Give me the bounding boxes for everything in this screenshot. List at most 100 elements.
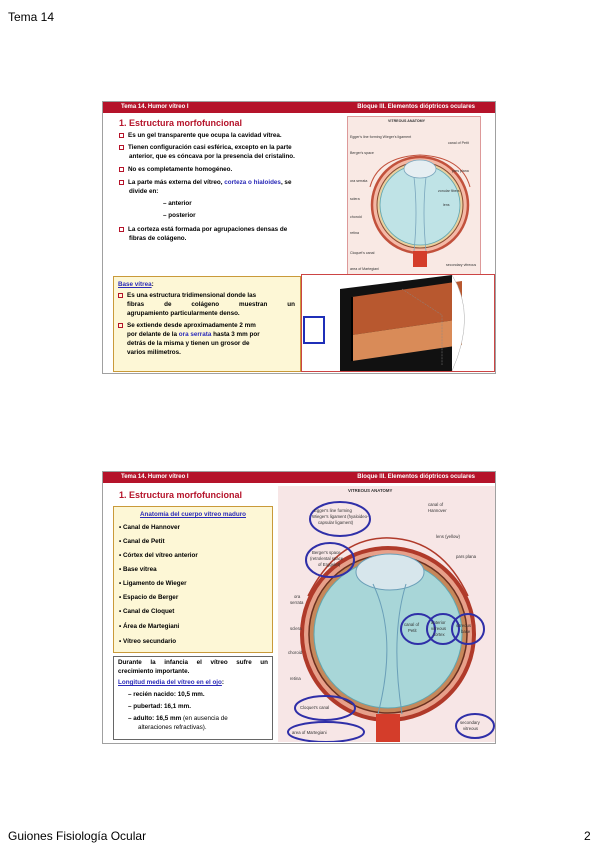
figure-label: vitreous (456, 623, 472, 628)
anatomy-heading: Anatomía del cuerpo vítreo maduro (139, 511, 247, 518)
list-item: • Canal de Cloquet (119, 608, 175, 615)
slide-title: 1. Estructura morfofuncional (119, 118, 243, 128)
figure-label: Hannover (428, 508, 447, 513)
figure-label: Cloquet's canal (350, 251, 375, 255)
figure-label: sclera (290, 626, 302, 631)
figure-label: lens (443, 203, 450, 207)
eye-diagram-large (287, 501, 495, 742)
figure-label: ora (294, 594, 301, 599)
length-item: – adulto: 16,5 mm (en ausencia de (128, 715, 228, 722)
slide-block: Bloque III. Elementos dióptricos oculare… (357, 104, 475, 110)
vitreous-base-figure (301, 274, 495, 372)
page-number: 2 (584, 829, 591, 843)
square-bullet-icon (118, 322, 123, 328)
figure-label: (retrolental space (310, 556, 344, 561)
bullet-continuation: divide en: (129, 188, 159, 195)
bullet-item: Es una estructura tridimensional donde l… (118, 292, 256, 300)
vitreous-anatomy-figure: VITREOUS ANATOMY Egger's line forming Wi… (347, 116, 481, 276)
bullet-continuation: varios milímetros. (127, 349, 181, 356)
base-vitrea-box: Base vítrea: Es una estructura tridimens… (113, 276, 301, 372)
figure-label: retina (290, 676, 301, 681)
figure-label: area of Martegiani (350, 267, 379, 271)
bullet-continuation: fibras de colágeno. (129, 235, 187, 242)
list-item: • Canal de Hannover (119, 524, 181, 531)
bullet-item: La parte más externa del vítreo, corteza… (119, 179, 291, 187)
figure-label: of Erggelet) (318, 562, 341, 567)
length-heading: Longitud media del vítreo en el ojo: (118, 679, 225, 686)
corteza-link: corteza o hialoides (224, 179, 281, 186)
figure-title: VITREOUS ANATOMY (348, 488, 393, 493)
figure-label: sclera (350, 197, 360, 201)
list-item: • Córtex del vítreo anterior (119, 552, 198, 559)
figure-label: canal of (404, 622, 420, 627)
page-header: Tema 14 (8, 10, 55, 24)
figure-label: pars plana (456, 554, 477, 559)
square-bullet-icon (119, 226, 124, 232)
bullet-continuation: agrupamiento particularmente denso. (127, 310, 240, 317)
square-bullet-icon (119, 166, 124, 172)
sub-item: – posterior (163, 212, 196, 219)
slide-1: Tema 14. Humor vítreo I Bloque III. Elem… (102, 101, 496, 374)
figure-label: area of Martegiani (292, 730, 327, 735)
box-heading: Base vítrea: (118, 281, 154, 288)
length-item: – pubertad: 16,1 mm. (128, 703, 191, 710)
growth-box: Durante la infancia el vítreo sufre un c… (113, 656, 273, 740)
figure-label: vitreous (463, 726, 479, 731)
figure-label: canal of (428, 502, 444, 507)
figure-label: Egger's line forming (314, 508, 352, 513)
figure-title: VITREOUS ANATOMY (388, 119, 426, 123)
bullet-item: No es completamente homogéneo. (119, 166, 232, 174)
figure-label: Petit (408, 628, 417, 633)
figure-label: capsular ligament) (318, 520, 354, 525)
tissue-diagram (303, 275, 465, 371)
bullet-continuation: anterior, que es cóncava por la presenci… (129, 153, 295, 160)
figure-label: zonular fibers (438, 189, 460, 193)
figure-label: Cloquet's canal (300, 705, 330, 710)
length-item: – recién nacido: 10,5 mm. (128, 691, 205, 698)
figure-label: ora serrata (350, 179, 368, 183)
bullet-continuation: por delante de la ora serrata hasta 3 mm… (127, 331, 260, 338)
figure-label: secondary vitreous (446, 263, 477, 267)
figure-label: anterior (431, 620, 446, 625)
slide-header-bar: Tema 14. Humor vítreo I Bloque III. Elem… (103, 472, 495, 483)
figure-label: vitreous (431, 626, 447, 631)
slide-topic: Tema 14. Humor vítreo I (121, 104, 189, 110)
square-bullet-icon (119, 144, 124, 150)
list-item: • Vítreo secundario (119, 638, 177, 645)
bullet-item: Tienen configuración casi esférica, exce… (119, 144, 292, 152)
figure-label: Wieger's ligament (hyaloideo- (312, 514, 369, 519)
figure-label: Berger's space (350, 151, 374, 155)
length-item-continuation: alteraciones refractivas). (138, 724, 207, 731)
bullet-item: Se extiende desde aproximadamente 2 mm (118, 322, 256, 330)
list-item: • Canal de Petit (119, 538, 165, 545)
slide-topic: Tema 14. Humor vítreo I (121, 474, 189, 480)
bullet-item: La corteza está formada por agrupaciones… (119, 226, 287, 234)
sub-item: – anterior (163, 200, 192, 207)
list-item: • Base vítrea (119, 566, 157, 573)
list-item: • Ligamento de Wieger (119, 580, 187, 587)
square-bullet-icon (119, 179, 124, 185)
square-bullet-icon (119, 132, 124, 138)
anatomy-list-box: Anatomía del cuerpo vítreo maduro • Cana… (113, 506, 273, 653)
growth-text: crecimiento importante. (118, 668, 190, 675)
slide-header-bar: Tema 14. Humor vítreo I Bloque III. Elem… (103, 102, 495, 113)
figure-label: pars plana (452, 169, 469, 173)
page-footer-title: Guiones Fisiología Ocular (8, 829, 147, 843)
figure-label: secondary (460, 720, 480, 725)
list-item: • Espacio de Berger (119, 594, 179, 601)
growth-text: Durante la infancia el vítreo sufre un (118, 659, 268, 666)
ora-serrata-link: ora serrata (178, 331, 212, 338)
list-item: • Área de Martegiani (119, 623, 180, 630)
bullet-item: Es un gel transparente que ocupa la cavi… (119, 132, 282, 140)
figure-label: Berger's space (312, 550, 341, 555)
figure-label: lens (yellow) (436, 534, 460, 539)
figure-label: retina (350, 231, 359, 235)
bullet-continuation: detrás de la misma y tienen un grosor de (127, 340, 250, 347)
slide-block: Bloque III. Elementos dióptricos oculare… (357, 474, 475, 480)
figure-label: choroid (288, 650, 303, 655)
eye-diagram (369, 154, 471, 267)
figure-label: serrata (290, 600, 304, 605)
bullet-continuation: fibras de colágeno muestran un (127, 301, 295, 308)
figure-label: canal of Petit (448, 141, 469, 145)
slide-2: Tema 14. Humor vítreo I Bloque III. Elem… (102, 471, 496, 744)
